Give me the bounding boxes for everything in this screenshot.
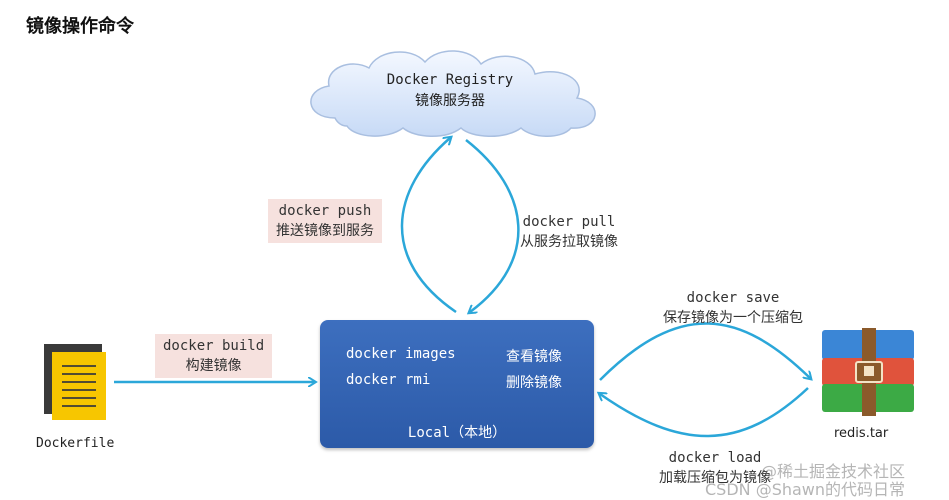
page-title: 镜像操作命令	[26, 16, 134, 37]
build-label: docker build 构建镜像	[155, 334, 273, 378]
local-label: Local（本地）	[407, 425, 507, 441]
archive-label: redis.tar	[834, 426, 889, 441]
rmi-desc: 删除镜像	[506, 375, 562, 391]
push-command: docker push	[278, 203, 372, 219]
watermark-line2: CSDN @Shawn的代码日常	[705, 480, 906, 499]
pull-arrow	[465, 139, 520, 312]
local-node: docker images 查看镜像 docker rmi 删除镜像 Local…	[320, 320, 594, 448]
push-label: docker push 推送镜像到服务	[268, 199, 382, 243]
document-icon	[44, 344, 106, 420]
save-arrow	[599, 322, 810, 381]
load-label: docker load 加载压缩包为镜像	[645, 448, 785, 488]
load-command: docker load	[668, 450, 762, 466]
save-command: docker save	[686, 290, 780, 306]
cloud-icon	[310, 50, 596, 137]
images-desc: 查看镜像	[506, 349, 562, 365]
load-arrow	[600, 387, 809, 438]
watermark: @稀土掘金技术社区 CSDN @Shawn的代码日常	[705, 463, 905, 499]
rmi-command: docker rmi	[346, 372, 431, 388]
load-desc: 加载压缩包为镜像	[659, 470, 771, 486]
registry-node: Docker Registry 镜像服务器	[345, 72, 555, 110]
push-arrow	[400, 138, 457, 314]
images-command: docker images	[346, 346, 456, 362]
pull-desc: 从服务拉取镜像	[520, 234, 618, 250]
dockerfile-label: Dockerfile	[36, 436, 115, 451]
pull-command: docker pull	[522, 214, 616, 230]
registry-name: Docker Registry	[386, 72, 514, 88]
archive-icon	[822, 328, 914, 416]
build-command: docker build	[163, 338, 265, 354]
push-desc: 推送镜像到服务	[276, 223, 374, 239]
save-label: docker save 保存镜像为一个压缩包	[648, 288, 818, 328]
watermark-line1: @稀土掘金技术社区	[761, 462, 906, 481]
save-desc: 保存镜像为一个压缩包	[663, 310, 803, 326]
registry-desc: 镜像服务器	[415, 93, 485, 109]
build-desc: 构建镜像	[185, 358, 242, 374]
pull-label: docker pull 从服务拉取镜像	[520, 212, 618, 252]
